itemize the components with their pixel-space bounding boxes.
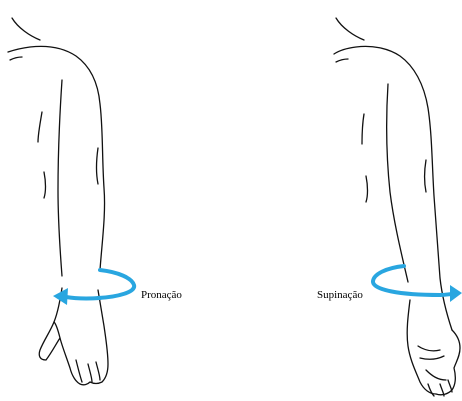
right-collar-line — [336, 59, 348, 62]
pronation-arrow — [53, 270, 134, 305]
left-shoulder-outline — [8, 46, 105, 270]
right-hand-outline — [407, 300, 460, 395]
right-palm-lines — [418, 346, 446, 380]
supination-arrow — [373, 266, 462, 302]
left-collar-line — [10, 57, 22, 60]
pronation-label: Pronação — [141, 289, 182, 301]
left-arm-figure — [8, 18, 108, 385]
left-armpit-mark — [38, 112, 42, 142]
right-chest-mark — [366, 176, 368, 202]
supination-arrow-back — [373, 266, 440, 295]
right-armpit-mark — [362, 114, 364, 144]
pronation-arrow-front — [66, 297, 100, 298]
right-shoulder-outline — [334, 46, 452, 330]
pronation-arrowhead — [53, 288, 68, 305]
left-neck-line — [12, 18, 40, 40]
right-inner-arm-line — [387, 84, 408, 282]
right-neck-line — [336, 18, 364, 40]
supination-label: Supinação — [317, 289, 363, 301]
right-arm-figure — [334, 18, 460, 396]
left-finger-lines — [76, 360, 100, 382]
left-inner-arm-line — [58, 80, 62, 276]
left-chest-mark — [44, 172, 46, 198]
left-elbow-mark — [97, 148, 99, 184]
pronation-arrow-back — [98, 270, 134, 298]
right-elbow-mark — [425, 160, 427, 192]
left-thumb-line — [54, 322, 60, 338]
supination-arrowhead — [450, 285, 462, 302]
